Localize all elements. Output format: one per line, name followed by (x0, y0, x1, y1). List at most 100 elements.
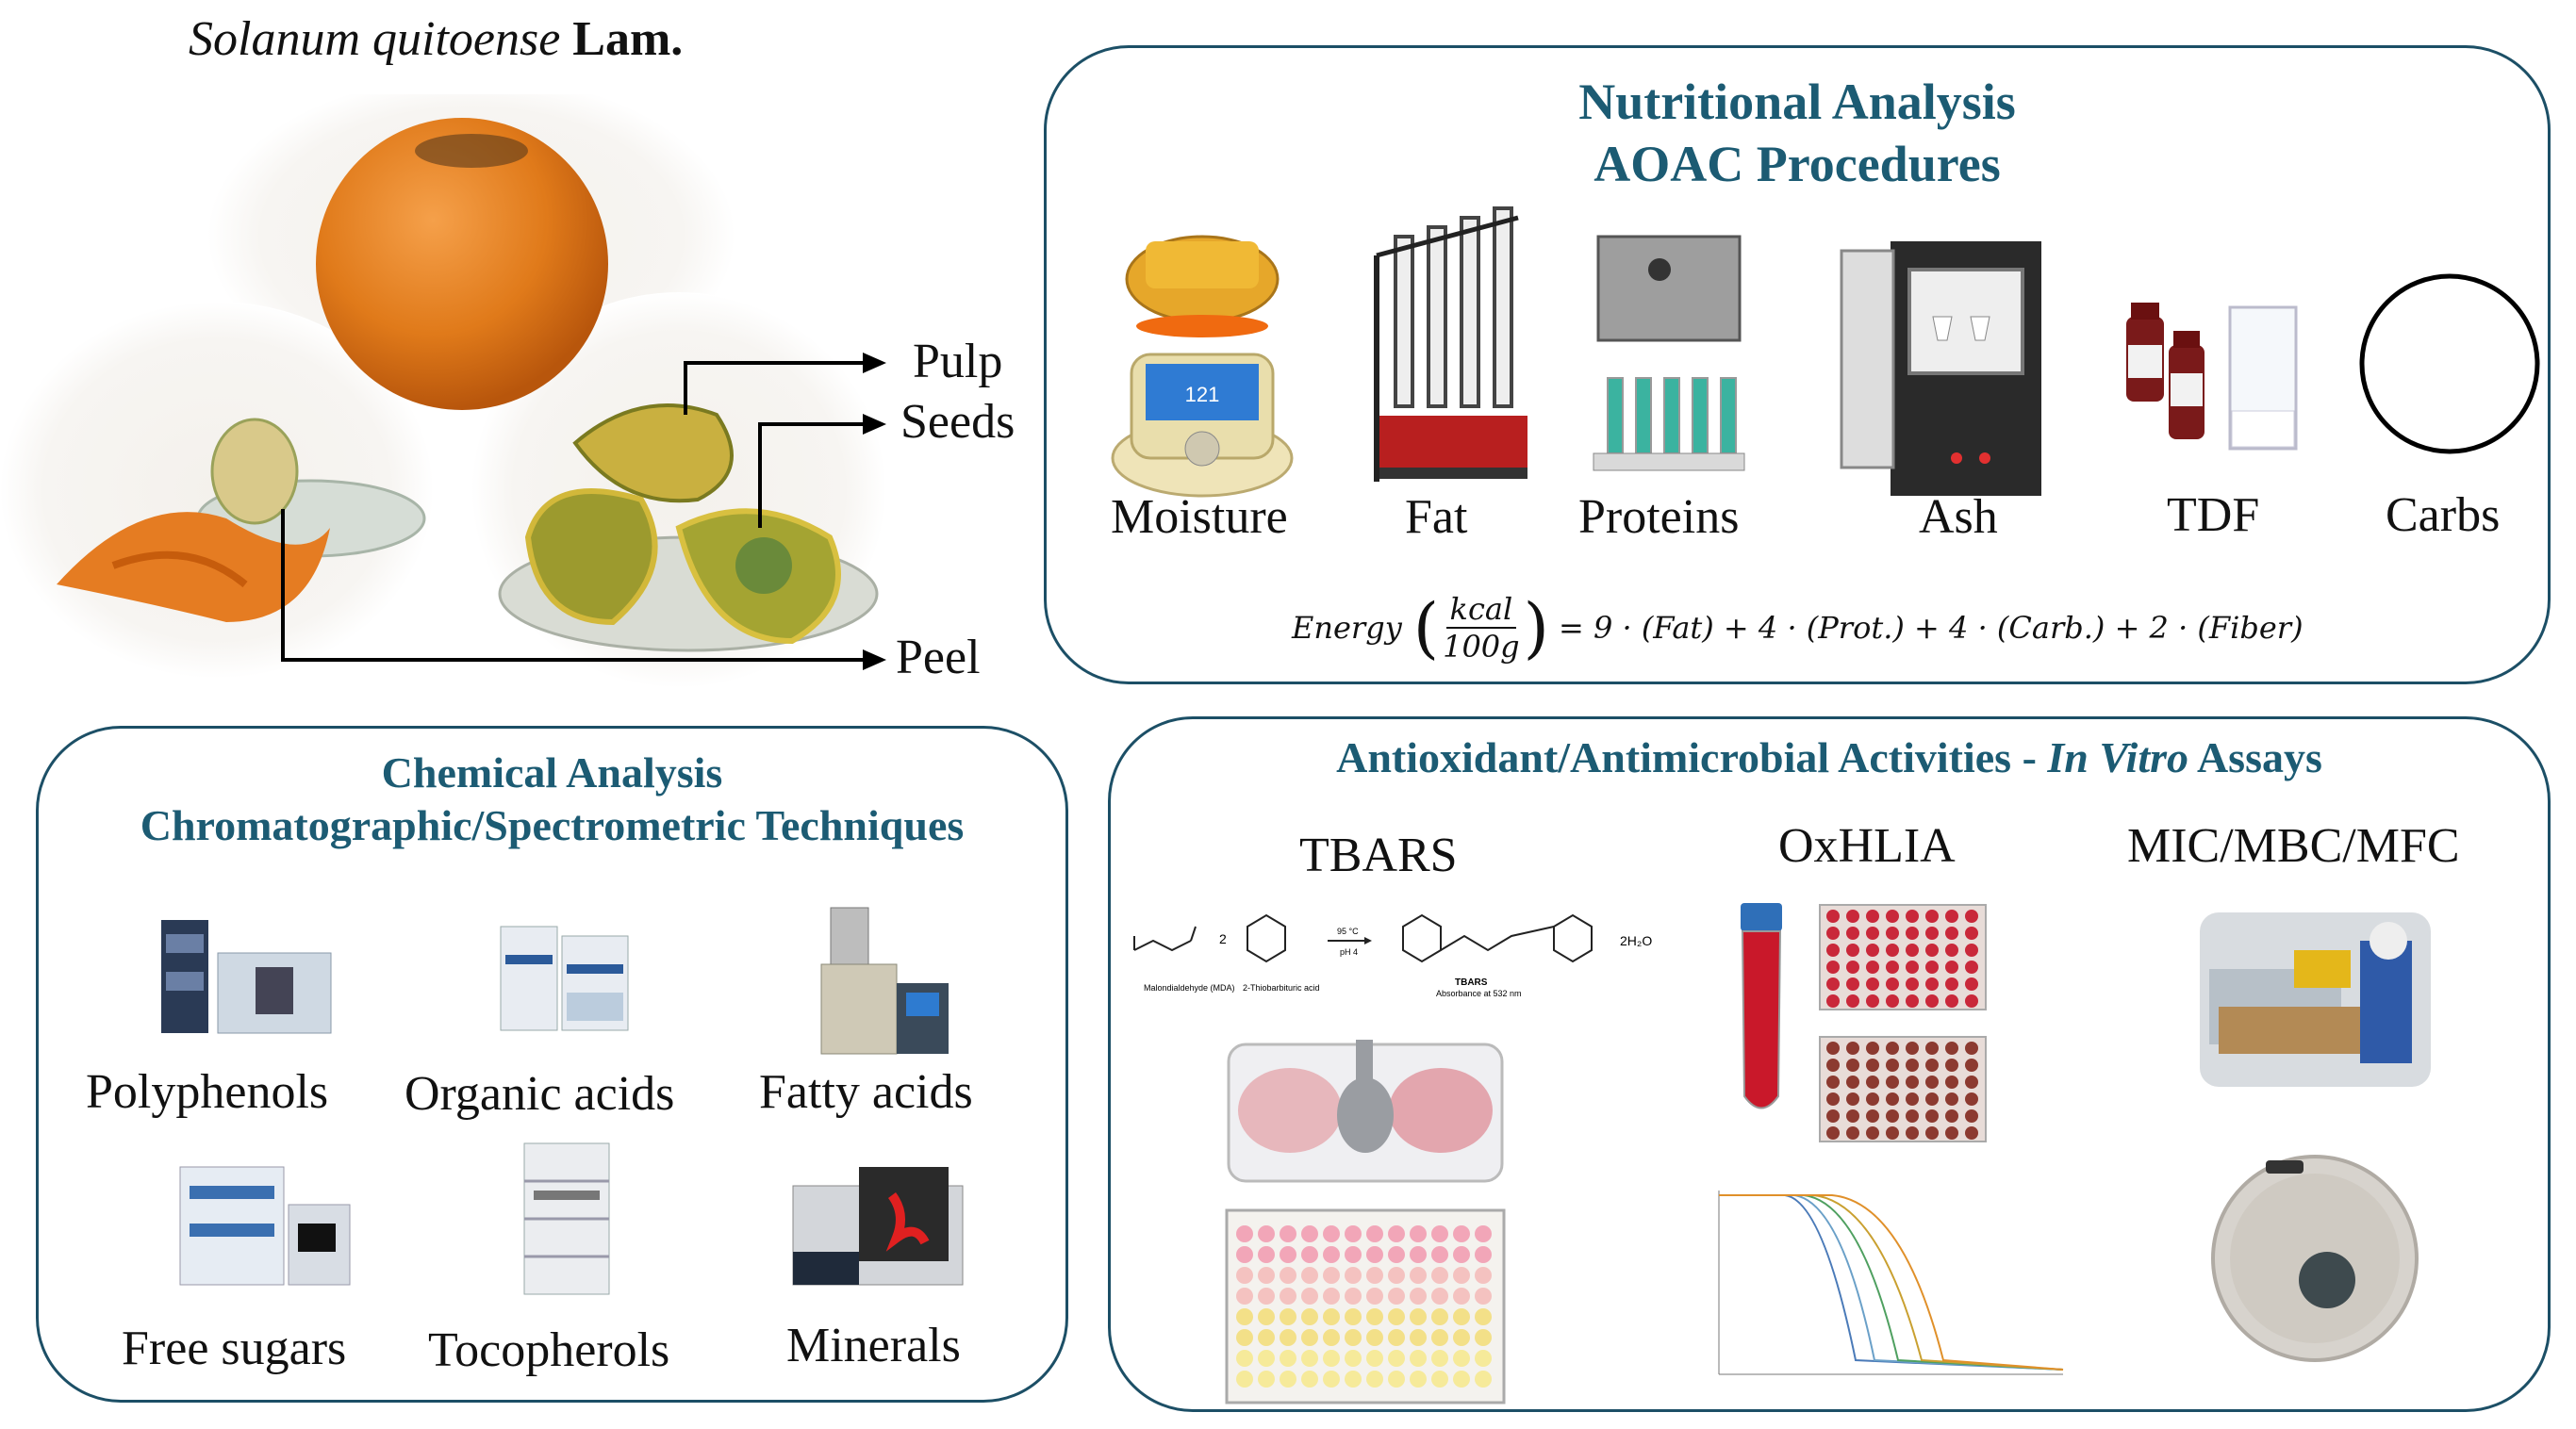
plate-well (1866, 944, 1879, 957)
plate-well (1475, 1308, 1492, 1325)
reaction-product-note: Absorbance at 532 nm (1436, 989, 1522, 998)
reaction-coef: 2 (1219, 931, 1227, 946)
plate-well (1301, 1267, 1318, 1284)
chem-label-fatty-acids: Fatty acids (759, 1065, 973, 1119)
nutri-label-tdf: TDF (2167, 488, 2260, 542)
plate-well (1866, 1109, 1879, 1123)
plate-well (1280, 1329, 1296, 1346)
plate-well (1345, 1371, 1362, 1388)
chem-label-tocopherols: Tocopherols (428, 1323, 670, 1377)
soxhlet-figure (1374, 206, 1527, 482)
nutri-label-fat: Fat (1405, 490, 1468, 544)
plate-well (1258, 1350, 1275, 1367)
plate-well (1236, 1350, 1253, 1367)
plate-well (1236, 1267, 1253, 1284)
plate-well (1258, 1246, 1275, 1263)
plate-well (1323, 1350, 1340, 1367)
plate-well (1826, 927, 1840, 940)
plate-well (1886, 977, 1899, 991)
plate-well (1453, 1267, 1470, 1284)
tbars-microplate (1225, 1208, 1506, 1404)
plate-well (1258, 1288, 1275, 1305)
plate-well (1846, 994, 1859, 1008)
plate-well (1345, 1288, 1362, 1305)
plate-well (1410, 1246, 1427, 1263)
species-title: Solanum quitoense Lam. (189, 11, 683, 67)
plate-well (1366, 1225, 1383, 1242)
plate-well (1280, 1225, 1296, 1242)
fruit-slice-1 (572, 403, 734, 503)
plate-well (1410, 1267, 1427, 1284)
svg-text:121: 121 (1185, 383, 1220, 406)
plate-well (1431, 1308, 1448, 1325)
plate-well (1453, 1329, 1470, 1346)
assay-label-tbars: TBARS (1299, 829, 1458, 882)
plate-well (1866, 961, 1879, 974)
plate-well (1431, 1329, 1448, 1346)
plate-well (1965, 1109, 1978, 1123)
plate-well (1475, 1225, 1492, 1242)
peeled-fruit (210, 418, 299, 525)
plate-well (1826, 944, 1840, 957)
plate-well (1965, 1042, 1978, 1055)
plate-well (1453, 1288, 1470, 1305)
plate-well (1846, 961, 1859, 974)
bioactivity-title: Antioxidant/Antimicrobial Activities - I… (1111, 732, 2548, 782)
plate-well (1323, 1371, 1340, 1388)
chemical-panel: Chemical Analysis Chromatographic/Spectr… (36, 726, 1068, 1403)
plate-well (1826, 1042, 1840, 1055)
plate-well (1906, 977, 1919, 991)
plate-well (1345, 1225, 1362, 1242)
plate-well (1826, 961, 1840, 974)
plate-well (1846, 1076, 1859, 1089)
plate-well (1965, 910, 1978, 923)
plate-well (1906, 1042, 1919, 1055)
plate-well (1366, 1267, 1383, 1284)
plate-well (1453, 1308, 1470, 1325)
tbars-reaction-scheme: Malondialdehyde (MDA) 2 2-Thiobarbituric… (1133, 913, 1652, 998)
plate-well (1431, 1267, 1448, 1284)
hplc-organic-figure (500, 926, 629, 1031)
plate-well (1866, 994, 1879, 1008)
plate-well (1846, 910, 1859, 923)
plate-well (1846, 944, 1859, 957)
plate-well (1846, 1059, 1859, 1072)
plate-well (1280, 1288, 1296, 1305)
plate-well (1826, 1092, 1840, 1106)
plate-well (1301, 1350, 1318, 1367)
plate-well (1945, 961, 1958, 974)
kjeldahl-figure (1593, 235, 1745, 471)
chemical-title-1: Chemical Analysis (381, 748, 723, 797)
plate-well (1410, 1350, 1427, 1367)
plate-well (1323, 1267, 1340, 1284)
plate-well (1258, 1308, 1275, 1325)
plate-well (1965, 961, 1978, 974)
plate-well (1475, 1246, 1492, 1263)
muffle-furnace-figure (1840, 241, 2041, 496)
plate-well (1366, 1288, 1383, 1305)
plate-well (1280, 1350, 1296, 1367)
carbs-figure (2359, 273, 2540, 454)
blood-tube (1741, 903, 1782, 1109)
plate-well (1925, 977, 1939, 991)
plate-well (1886, 961, 1899, 974)
plate-well (1945, 910, 1958, 923)
plate-well (1906, 927, 1919, 940)
seeds-label: Seeds (900, 395, 1016, 449)
plate-well (1886, 1059, 1899, 1072)
plate-well (1886, 1126, 1899, 1140)
plate-well (1906, 994, 1919, 1008)
plate-well (1925, 1059, 1939, 1072)
plate-well (1345, 1329, 1362, 1346)
bio-title-italic: In Vitro (2047, 733, 2188, 781)
plate-well (1965, 944, 1978, 957)
plate-well (1236, 1329, 1253, 1346)
plate-well (1236, 1308, 1253, 1325)
plate-well (1431, 1288, 1448, 1305)
nutri-label-proteins: Proteins (1578, 490, 1740, 544)
plate-well (1301, 1246, 1318, 1263)
plate-well (1866, 1076, 1879, 1089)
plate-well (1846, 1092, 1859, 1106)
plate-well (1886, 910, 1899, 923)
reaction-cond1: 95 °C (1337, 927, 1359, 936)
